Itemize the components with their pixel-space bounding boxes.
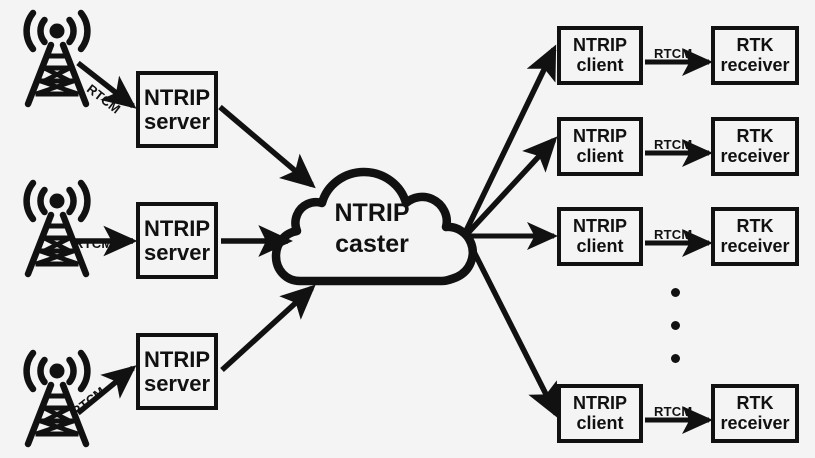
rtk-receiver-box-2[interactable]: RTK receiver	[711, 117, 799, 176]
ntrip-caster-label: NTRIP caster	[297, 198, 447, 259]
rtk-receiver-label-line2: receiver	[720, 54, 790, 75]
ntrip-server-label-line2: server	[143, 239, 211, 265]
rtk-receiver-label-line1: RTK	[736, 393, 774, 414]
arrow-caster-to-client2	[465, 136, 558, 235]
ntrip-server-label-line2: server	[143, 108, 211, 134]
rtcm-label-client2: RTCM	[654, 137, 693, 152]
rtk-receiver-box-4[interactable]: RTK receiver	[711, 384, 799, 443]
rtk-receiver-box-1[interactable]: RTK receiver	[711, 26, 799, 85]
ntrip-client-label-line1: NTRIP	[573, 216, 627, 237]
ntrip-client-label-line2: client	[576, 235, 624, 256]
arrow-caster-to-client1	[463, 44, 557, 233]
radio-tower-icon	[23, 9, 91, 108]
ntrip-client-box-4[interactable]: NTRIP client	[557, 384, 643, 443]
ntrip-server-box-2[interactable]: NTRIP server	[136, 202, 218, 279]
arrow-caster-to-client4	[465, 238, 559, 419]
ntrip-client-box-3[interactable]: NTRIP client	[557, 207, 643, 266]
rtcm-label-tower2: RTCM	[74, 236, 113, 251]
ntrip-caster-label-line1: NTRIP	[334, 199, 410, 227]
rtk-receiver-label-line2: receiver	[720, 412, 790, 433]
ntrip-server-label-line2: server	[143, 370, 211, 396]
rtk-receiver-box-3[interactable]: RTK receiver	[711, 207, 799, 266]
ntrip-client-label-line1: NTRIP	[573, 35, 627, 56]
ntrip-client-label-line1: NTRIP	[573, 393, 627, 414]
ntrip-caster-label-line2: caster	[335, 229, 409, 258]
ntrip-server-label-line1: NTRIP	[144, 216, 210, 242]
ntrip-client-box-1[interactable]: NTRIP client	[557, 26, 643, 85]
rtk-receiver-label-line1: RTK	[736, 216, 774, 237]
rtk-receiver-label-line1: RTK	[736, 35, 774, 56]
vertical-ellipsis	[671, 288, 687, 368]
ntrip-client-label-line2: client	[576, 54, 624, 75]
ellipsis-dot	[671, 321, 680, 330]
rtk-receiver-label-line1: RTK	[736, 126, 774, 147]
ellipsis-dot	[671, 288, 680, 297]
rtk-receiver-label-line2: receiver	[720, 235, 790, 256]
arrow-tower3-to-server3	[76, 365, 137, 416]
ntrip-client-label-line2: client	[576, 412, 624, 433]
arrow-server1-to-caster	[218, 104, 316, 189]
arrow-tower1-to-server1	[76, 60, 137, 109]
rtcm-label-client3: RTCM	[654, 227, 693, 242]
ntrip-client-label-line1: NTRIP	[573, 126, 627, 147]
radio-tower-icon	[23, 179, 91, 278]
rtcm-label-client4: RTCM	[654, 404, 693, 419]
arrow-server3-to-caster	[220, 284, 316, 373]
ellipsis-dot	[671, 354, 680, 363]
ntrip-client-label-line2: client	[576, 145, 624, 166]
ntrip-server-box-3[interactable]: NTRIP server	[136, 333, 218, 410]
ntrip-server-box-1[interactable]: NTRIP server	[136, 71, 218, 148]
rtk-receiver-label-line2: receiver	[720, 145, 790, 166]
ntrip-client-box-2[interactable]: NTRIP client	[557, 117, 643, 176]
radio-tower-icon	[23, 349, 91, 448]
rtcm-label-client1: RTCM	[654, 46, 693, 61]
ntrip-server-label-line1: NTRIP	[144, 347, 210, 373]
ntrip-server-label-line1: NTRIP	[144, 85, 210, 111]
